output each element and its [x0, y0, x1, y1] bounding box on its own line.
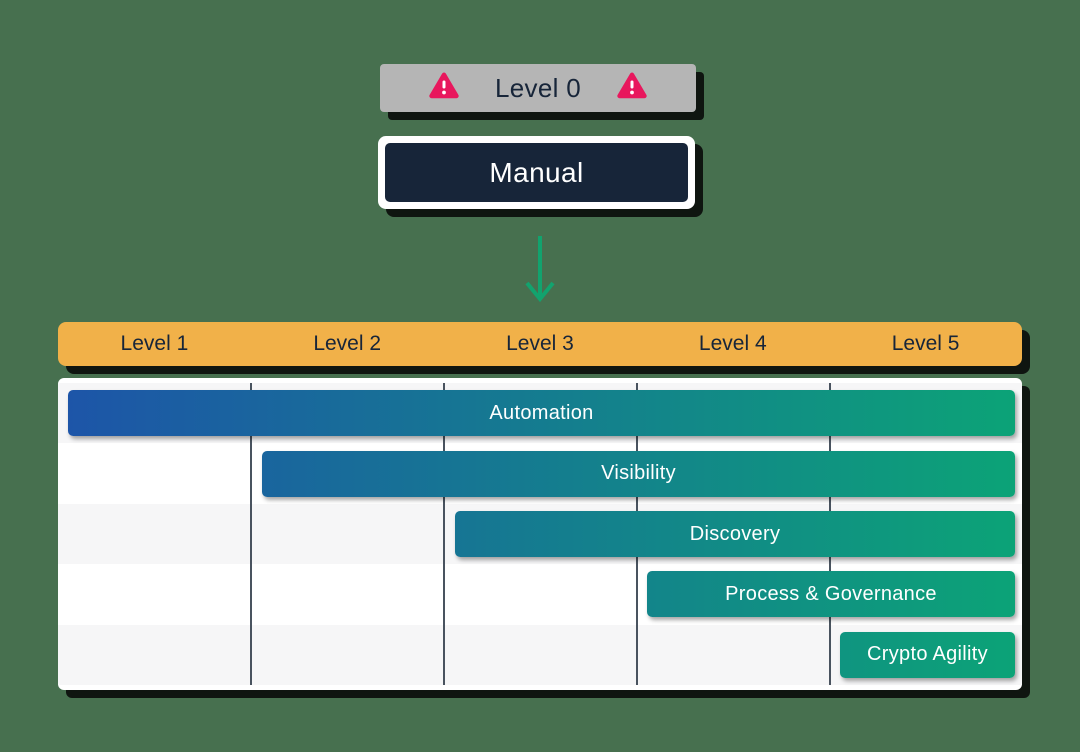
arrow-down-icon — [523, 234, 557, 311]
visibility-bar: Visibility — [262, 450, 1015, 497]
level-4-header: Level 4 — [698, 332, 767, 355]
level-1-header: Level 1 — [120, 332, 189, 355]
table-row: Automation — [58, 383, 1022, 444]
table-row: Process & Governance — [58, 564, 1022, 624]
table-row: Visibility — [58, 443, 1022, 503]
level-5-header: Level 5 — [891, 332, 960, 355]
levels-header-bar: Level 1 Level 2 Level 3 Level 4 Level 5 — [58, 322, 1022, 366]
capability-rows: Automation Visibility Discovery Process … — [58, 383, 1022, 686]
column-divider — [443, 383, 445, 685]
automation-bar: Automation — [68, 390, 1015, 437]
warning-triangle-icon — [429, 72, 459, 105]
table-row: Crypto Agility — [58, 624, 1022, 686]
table-row: Discovery — [58, 503, 1022, 565]
manual-label: Manual — [489, 156, 584, 188]
level0-label: Level 0 — [495, 72, 581, 103]
manual-box: Manual — [385, 143, 688, 202]
crypto-agility-bar: Crypto Agility — [840, 631, 1015, 678]
capability-table: Automation Visibility Discovery Process … — [58, 378, 1022, 690]
level-3-header: Level 3 — [506, 332, 574, 355]
manual-card: Manual — [378, 136, 695, 209]
warning-triangle-icon — [617, 72, 647, 105]
level-2-header: Level 2 — [313, 332, 382, 355]
discovery-bar: Discovery — [455, 511, 1015, 558]
column-divider — [250, 383, 252, 685]
level0-badge: Level 0 — [380, 64, 696, 112]
process-governance-bar: Process & Governance — [647, 571, 1015, 618]
